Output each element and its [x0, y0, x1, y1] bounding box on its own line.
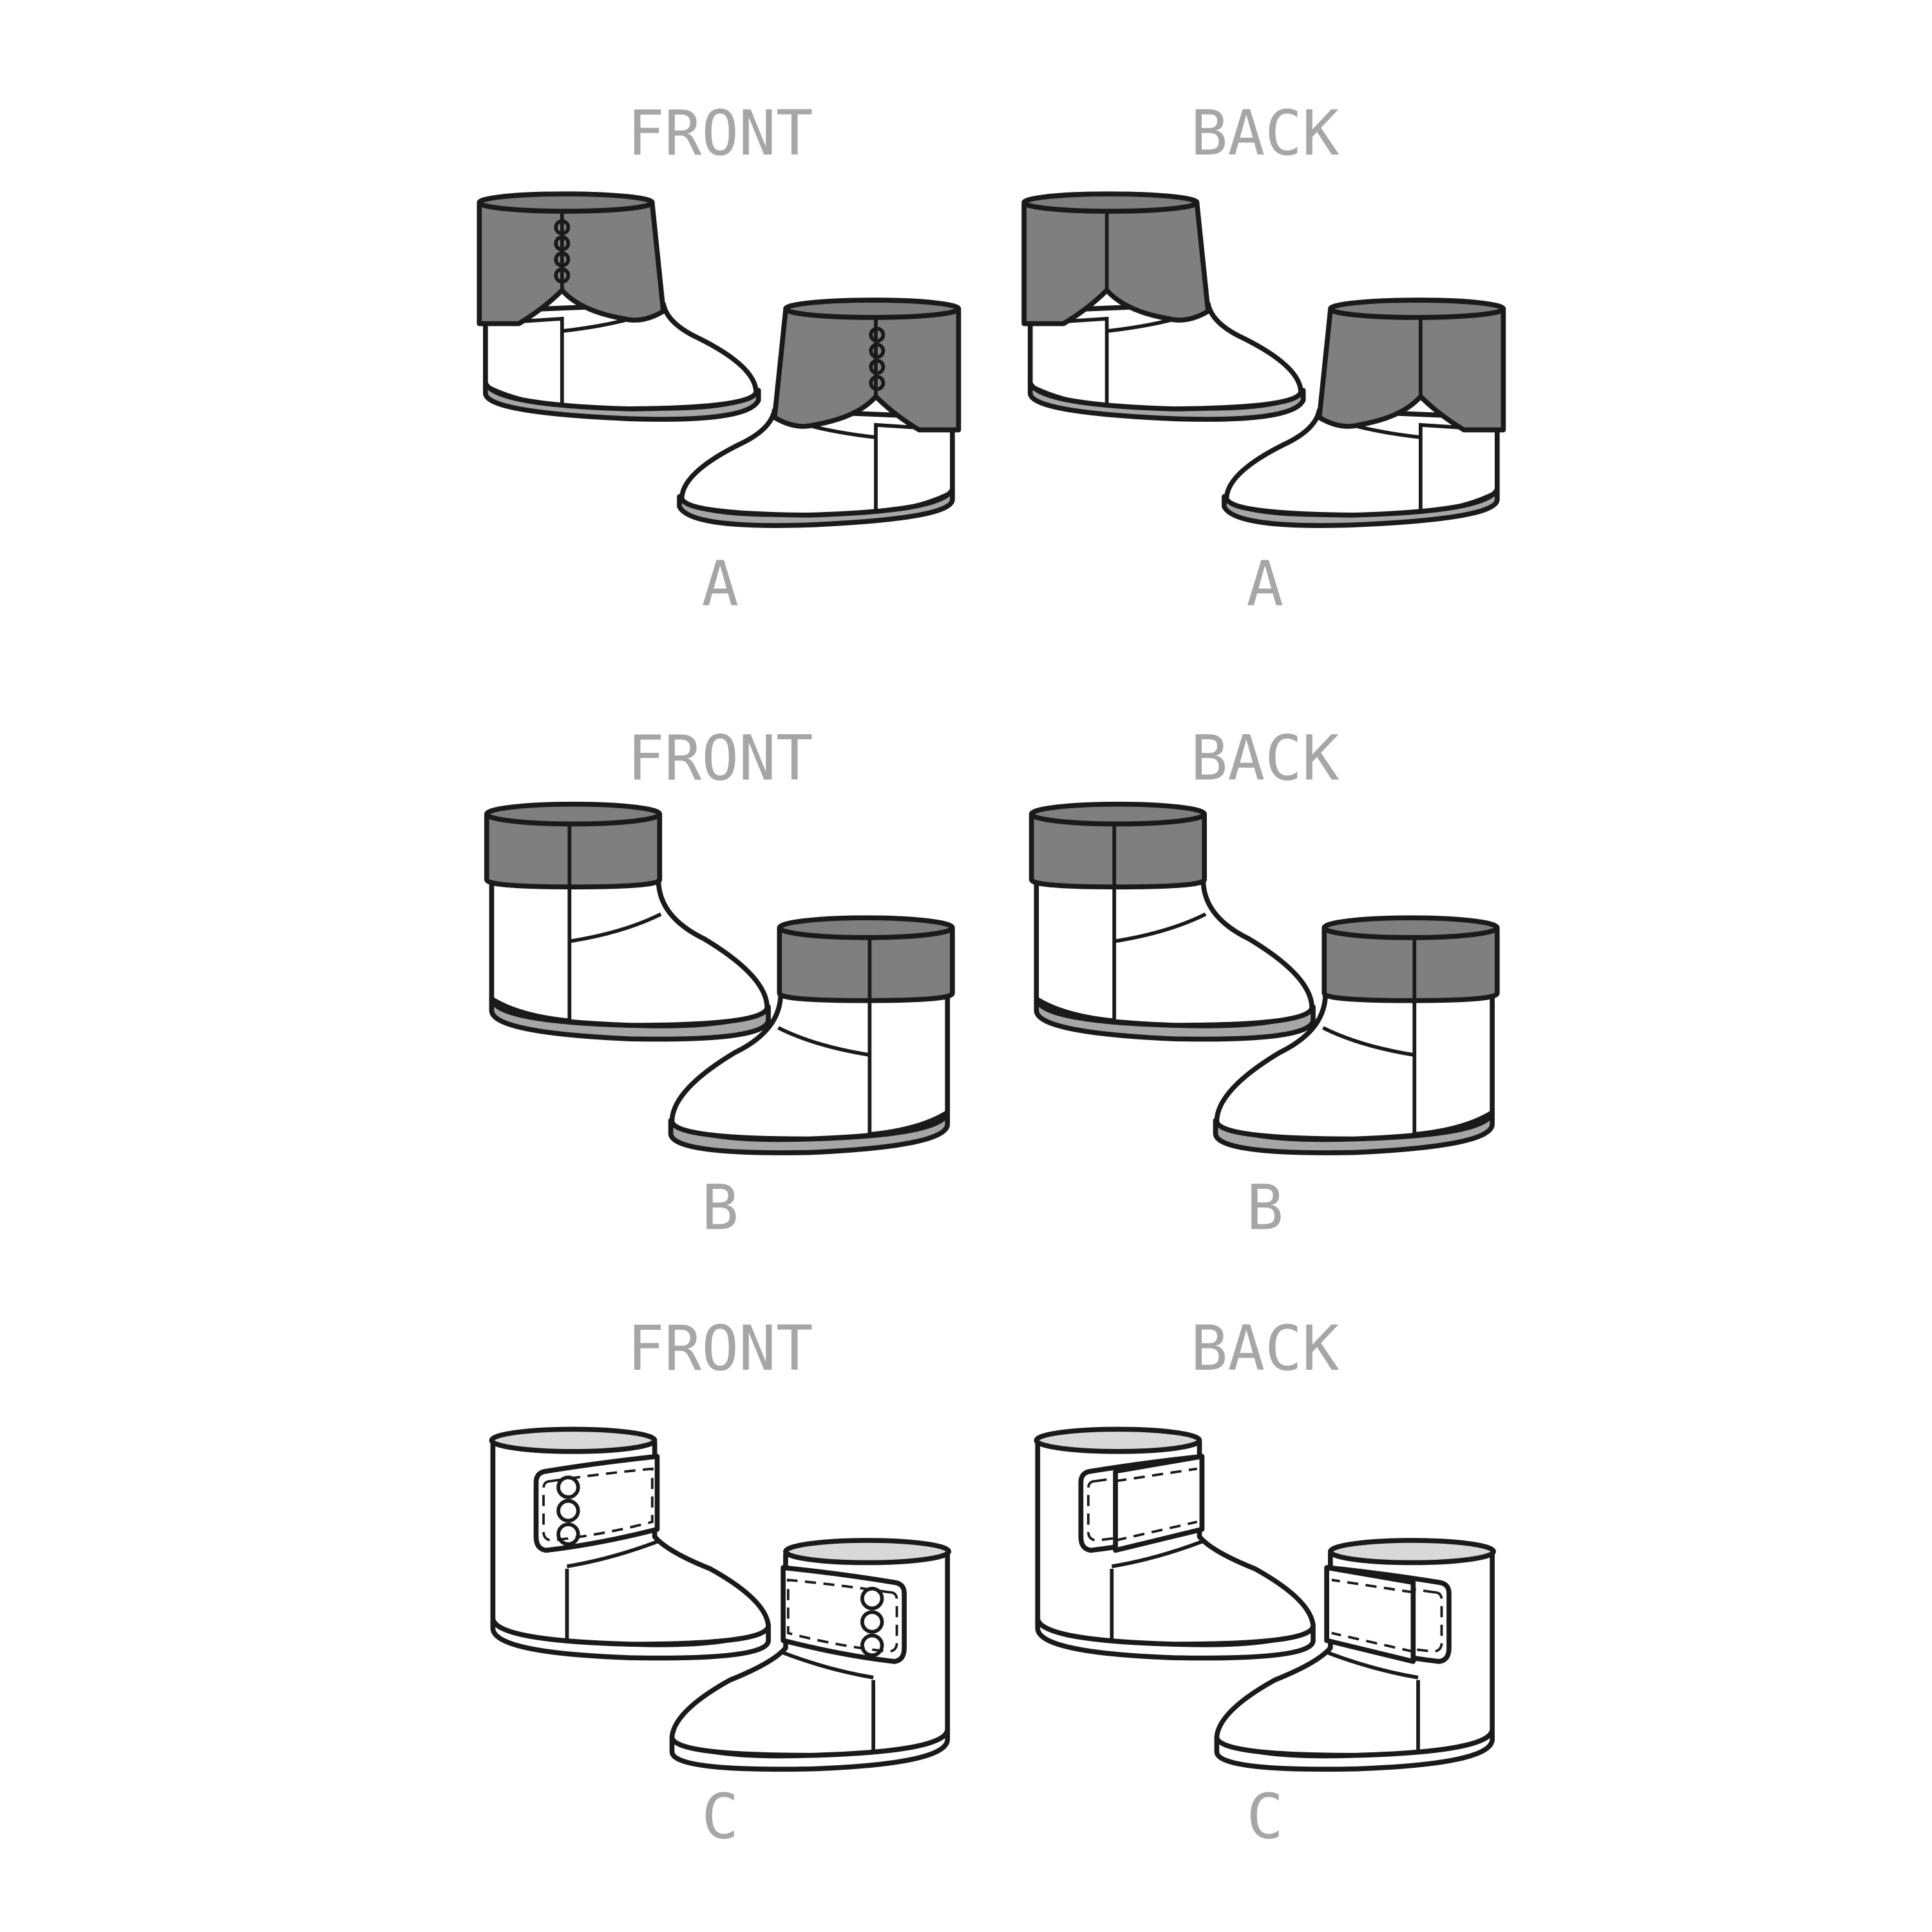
view-label-a-back: A: [1246, 548, 1283, 620]
strap-stitching-back-right: [1331, 1578, 1414, 1653]
view-label-b-back: B: [1246, 1172, 1283, 1244]
heading-b-front: FRONT: [627, 722, 813, 794]
view-a-front: FRONT A: [479, 97, 958, 620]
heading-b-back: BACK: [1191, 722, 1340, 794]
strap-buttons-right: [860, 1586, 884, 1658]
heading-a-front: FRONT: [627, 97, 813, 169]
heading-c-front: FRONT: [627, 1312, 813, 1385]
view-c-back: BACK C: [1036, 1312, 1493, 1853]
cuff-buttons-left: [554, 219, 571, 284]
view-b-front: FRONT B: [487, 722, 952, 1244]
boot-a-front-left: [479, 194, 759, 419]
view-c-front: FRONT C: [491, 1312, 949, 1853]
boot-b-front-left: [487, 804, 768, 1039]
view-label-a-front: A: [701, 548, 739, 620]
view-label-c-front: C: [701, 1781, 739, 1853]
strap-buttons-left: [556, 1475, 580, 1546]
boot-c-front-left: [491, 1429, 768, 1658]
view-a-back: BACK A: [1024, 97, 1503, 620]
boot-b-back-left: [1032, 804, 1313, 1039]
heading-c-back: BACK: [1191, 1312, 1340, 1385]
strap-stitching-back-left: [1115, 1467, 1198, 1542]
cuff-buttons-right: [869, 327, 886, 392]
view-b-back: BACK B: [1032, 722, 1497, 1244]
view-label-c-back: C: [1246, 1781, 1283, 1853]
heading-a-back: BACK: [1191, 97, 1340, 169]
boot-a-back-left: [1024, 194, 1303, 419]
view-label-b-front: B: [701, 1172, 739, 1244]
